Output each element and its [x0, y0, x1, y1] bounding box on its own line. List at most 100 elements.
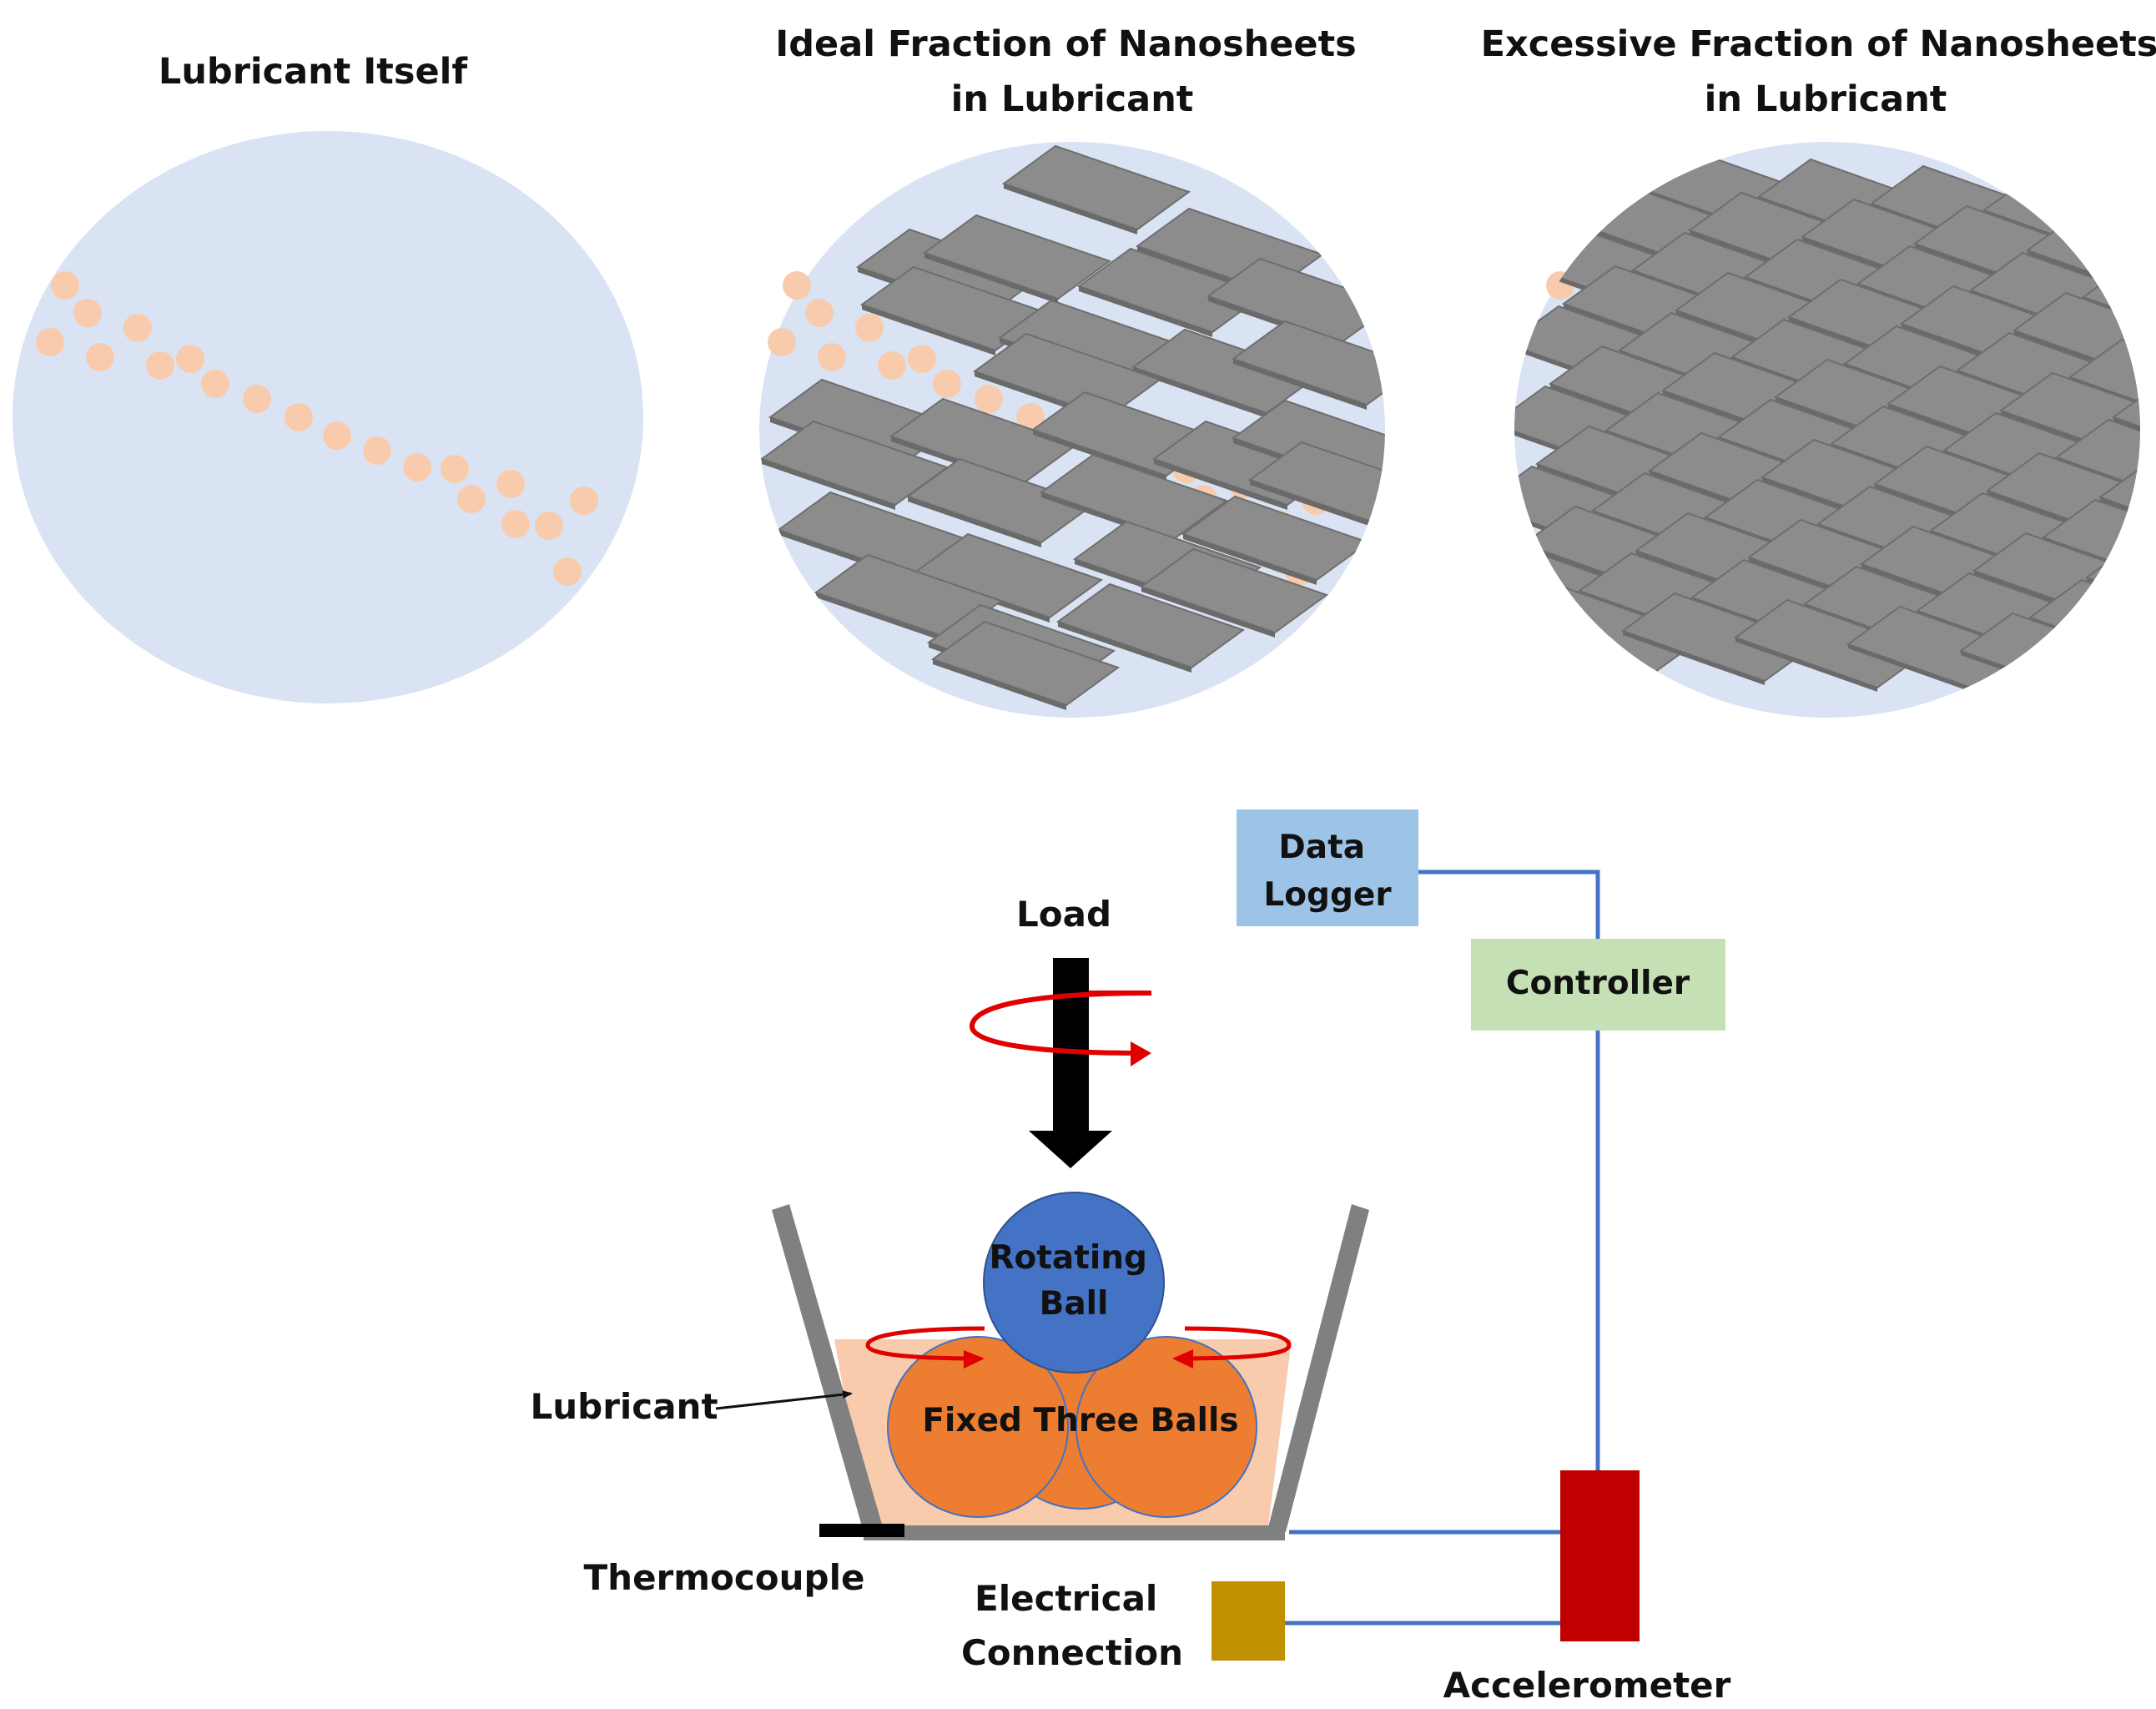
particle — [86, 343, 114, 371]
nanosheet-edge — [1735, 638, 1877, 692]
particle — [570, 486, 598, 515]
panel-title: Excessive Fraction of Nanosheets in Lubr… — [1481, 23, 2156, 120]
particle — [323, 421, 351, 450]
four-ball-apparatus: Data Logger Controller Load Fixed Three … — [530, 809, 1731, 1706]
signal-wires — [1285, 870, 1600, 1626]
nanosheet — [2012, 291, 2140, 382]
nanosheet-edge — [2140, 257, 2156, 311]
nanosheets — [759, 144, 1385, 710]
shaft-rotation-arrowhead — [1131, 1041, 1151, 1066]
data-logger-label: Data Logger — [1263, 829, 1392, 914]
particle — [73, 299, 102, 327]
panel-lubricant-itself: Lubricant Itself — [13, 51, 643, 703]
nanosheet-edge — [1154, 459, 1287, 510]
nanosheet-edge — [1079, 286, 1212, 337]
ball-rotation-arrowhead-right — [1172, 1349, 1193, 1369]
particle — [783, 271, 811, 300]
particle — [975, 385, 1003, 413]
particle — [285, 403, 313, 431]
cup — [772, 1204, 1369, 1540]
nanosheets — [1514, 144, 2156, 712]
particle — [123, 314, 152, 342]
ball-rotation-arrowhead-left — [964, 1350, 985, 1369]
nanosheet — [2111, 378, 2140, 469]
nanosheet — [2068, 338, 2140, 429]
shaft-rotation-arrow — [969, 991, 1152, 1056]
nanosheet-edge — [1058, 622, 1191, 673]
nanosheet-edge — [1233, 359, 1367, 410]
particle — [36, 328, 64, 356]
particle — [501, 510, 530, 538]
nanosheet — [2054, 418, 2140, 509]
nanosheet — [2041, 498, 2140, 589]
nanosheet-edge — [1133, 367, 1267, 418]
nanosheet-edge — [1623, 631, 1765, 685]
nanosheet-edge — [2097, 217, 2140, 271]
nanosheet-edge — [933, 659, 1066, 710]
nanosheet-edge — [862, 305, 995, 355]
particle — [553, 557, 582, 586]
particle — [768, 328, 796, 356]
load-arrow — [1029, 958, 1112, 1168]
particle — [855, 314, 884, 342]
nanosheet — [2071, 618, 2140, 709]
lubricant-circle — [13, 131, 643, 703]
electrical-connection-label: Electrical Connection — [961, 1578, 1183, 1673]
fixed-balls-label: Fixed Three Balls — [922, 1402, 1238, 1439]
panel-title: Lubricant Itself — [159, 51, 468, 93]
particle — [201, 370, 229, 398]
nanosheet-edge — [1848, 644, 1990, 698]
panel-title: Ideal Fraction of Nanosheets in Lubrican… — [775, 23, 1368, 120]
controller-box — [1471, 939, 1725, 1031]
nanosheet — [2094, 178, 2140, 269]
particle — [457, 485, 486, 513]
nanosheet-edge — [908, 497, 1041, 547]
particle — [441, 455, 469, 483]
accelerometer-label: Accelerometer — [1443, 1665, 1731, 1706]
particle — [403, 453, 431, 481]
nanosheet-edge — [762, 459, 895, 510]
electrical-connection-box — [1211, 1581, 1285, 1661]
rotating-ball-label: Rotating Ball — [989, 1239, 1158, 1323]
particle — [1016, 403, 1045, 431]
particle — [146, 351, 174, 380]
lubricant-particles — [36, 271, 598, 586]
nanosheet — [1998, 371, 2140, 462]
particle — [363, 436, 391, 465]
particle — [933, 370, 961, 398]
thermocouple-probe — [819, 1524, 904, 1537]
nanosheet-edge — [816, 592, 950, 643]
nanosheet-edge — [1183, 534, 1317, 585]
accelerometer-box — [1560, 1470, 1640, 1641]
nanosheet-edge — [1141, 587, 1275, 638]
panel-excessive-fraction: Excessive Fraction of Nanosheets in Lubr… — [1481, 23, 2156, 718]
particle — [805, 299, 834, 327]
thermocouple-label: Thermocouple — [584, 1557, 865, 1598]
particle — [51, 271, 79, 300]
nanosheet-edge — [2087, 577, 2140, 632]
particle — [243, 385, 271, 413]
particle — [818, 343, 846, 371]
particle — [878, 351, 906, 380]
fixed-three-balls — [887, 1328, 1257, 1518]
ball-rotation-arrow — [865, 1326, 1292, 1361]
nanosheet-edge — [2073, 658, 2140, 712]
nanosheet-edge — [1004, 184, 1137, 234]
particle — [535, 512, 563, 540]
rotating-ball — [983, 1192, 1165, 1374]
nanosheet — [2098, 458, 2140, 549]
lubricant-pointer — [715, 1390, 853, 1410]
particle — [908, 345, 936, 373]
controller-label: Controller — [1506, 965, 1690, 1002]
nanosheet-edge — [1250, 480, 1383, 531]
nanosheet-edge — [2070, 377, 2140, 431]
nanosheet — [2138, 218, 2140, 309]
nanosheet-edge — [924, 253, 1058, 304]
panel-ideal-fraction: Ideal Fraction of Nanosheets in Lubrican… — [759, 23, 1385, 718]
data-logger-box — [1237, 809, 1418, 926]
load-label: Load — [1016, 894, 1111, 935]
particle — [176, 345, 204, 373]
lubricant-label: Lubricant — [530, 1386, 718, 1427]
particle — [496, 470, 525, 498]
